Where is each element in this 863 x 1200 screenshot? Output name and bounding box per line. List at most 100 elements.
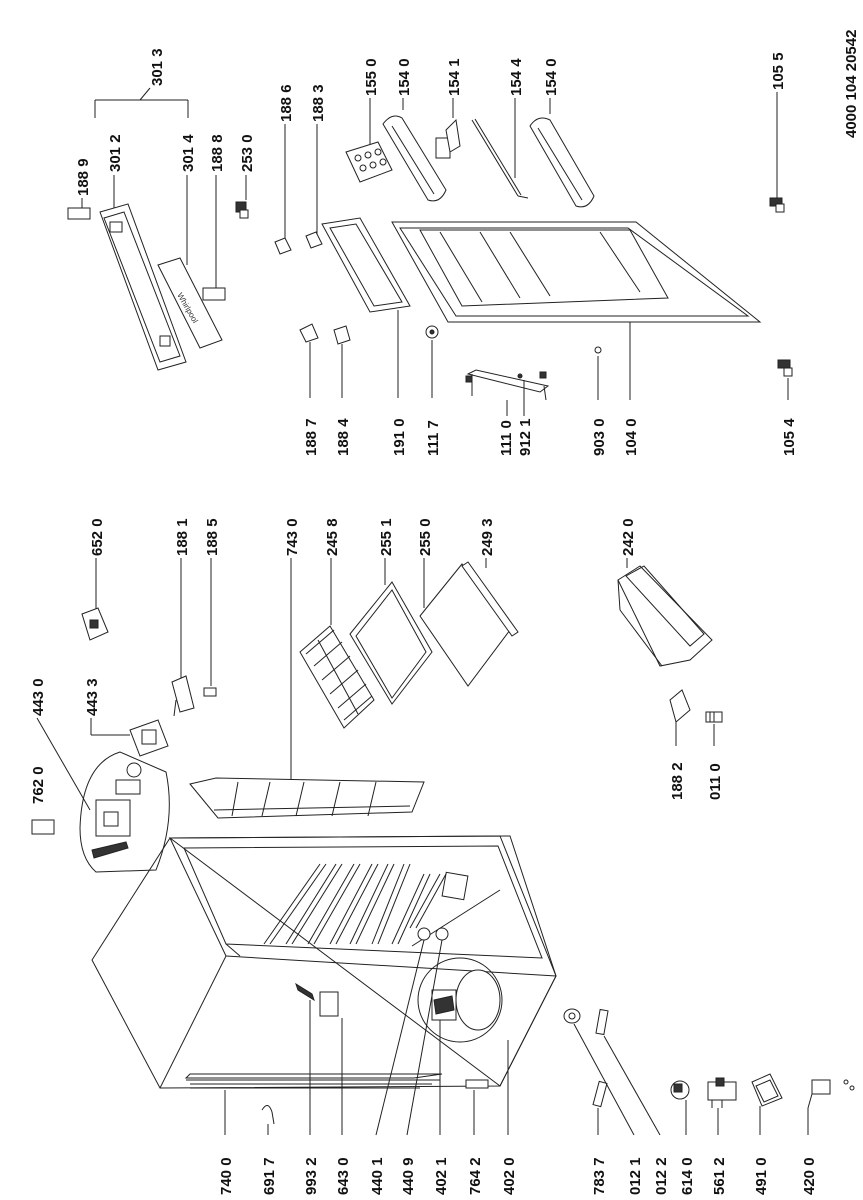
part-743-0-crisper-cover bbox=[189, 777, 425, 819]
part-253-0-switch bbox=[235, 201, 249, 219]
label-491-0: 491 0 bbox=[753, 1157, 770, 1195]
label-188-1: 188 1 bbox=[174, 518, 191, 556]
label-301-4: 301 4 bbox=[180, 134, 197, 172]
label-012-2: 012 2 bbox=[653, 1157, 670, 1195]
label-740-0: 740 0 bbox=[218, 1157, 235, 1195]
part-111-7-thermostat bbox=[425, 325, 439, 339]
label-105-4: 105 4 bbox=[781, 418, 798, 456]
label-104-0: 104 0 bbox=[623, 418, 640, 456]
part-188-6-hinge-cover bbox=[274, 237, 292, 255]
part-154-4-bottle-rail bbox=[471, 118, 529, 199]
label-993-2: 993 2 bbox=[303, 1157, 320, 1195]
label-155-0: 155 0 bbox=[363, 58, 380, 96]
label-440-1: 440 1 bbox=[369, 1157, 386, 1195]
label-188-6: 188 6 bbox=[278, 84, 295, 122]
part-443-0-light-assembly bbox=[79, 751, 170, 873]
part-903-0-screw bbox=[594, 346, 602, 354]
part-491-0-cover bbox=[751, 1073, 783, 1107]
part-762-0-lamp bbox=[31, 819, 55, 835]
part-154-0-door-shelf-a bbox=[382, 115, 447, 202]
part-188-2-bracket bbox=[669, 689, 691, 723]
part-188-8-label bbox=[202, 287, 226, 301]
part-188-5-plug bbox=[203, 687, 217, 697]
part-255-1-glass-shelf-frame bbox=[349, 581, 433, 705]
label-440-9: 440 9 bbox=[400, 1157, 417, 1195]
part-443-3-thermostat-housing bbox=[129, 719, 169, 757]
label-012-1: 012 1 bbox=[627, 1157, 644, 1195]
part-104-0-door bbox=[391, 221, 762, 323]
label-443-0: 443 0 bbox=[30, 678, 47, 716]
part-111-0-light-bracket bbox=[465, 369, 550, 401]
part-614-0-relay bbox=[670, 1080, 690, 1100]
label-402-1: 402 1 bbox=[433, 1157, 450, 1195]
part-783-7-sensor bbox=[592, 1080, 608, 1108]
label-743-0: 743 0 bbox=[284, 518, 301, 556]
label-188-3: 188 3 bbox=[310, 84, 327, 122]
label-154-1: 154 1 bbox=[446, 58, 463, 96]
label-614-0: 614 0 bbox=[679, 1157, 696, 1195]
label-245-8: 245 8 bbox=[324, 518, 341, 556]
label-255-1: 255 1 bbox=[378, 518, 395, 556]
document-number: 4000 104 20542 bbox=[843, 30, 860, 138]
part-242-0-crisper-drawer bbox=[617, 565, 713, 667]
part-012-1-grommet bbox=[563, 1008, 581, 1024]
part-188-3-hinge-cover bbox=[305, 231, 323, 249]
label-111-7: 111 7 bbox=[425, 420, 442, 456]
part-011-0-screw bbox=[705, 711, 723, 723]
label-188-9: 188 9 bbox=[75, 158, 92, 196]
part-255-0-glass-shelf bbox=[419, 563, 511, 687]
label-764-2: 764 2 bbox=[467, 1157, 484, 1195]
part-652-0-knob bbox=[81, 607, 109, 641]
label-111-0: 111 0 bbox=[498, 420, 515, 456]
label-301-3: 301 3 bbox=[149, 48, 166, 86]
part-245-8-wire-shelf bbox=[299, 625, 375, 729]
part-105-4-hinge bbox=[777, 359, 793, 377]
label-188-2: 188 2 bbox=[669, 762, 686, 800]
part-561-2-relay bbox=[707, 1077, 737, 1108]
part-188-1-clip bbox=[171, 675, 195, 717]
part-691-7-clip bbox=[261, 1105, 275, 1125]
part-301-2-control-panel bbox=[99, 203, 187, 371]
label-783-7: 783 7 bbox=[591, 1157, 608, 1195]
part-154-1-bottle-stop bbox=[435, 118, 461, 159]
label-912-1: 912 1 bbox=[517, 418, 534, 456]
label-643-0: 643 0 bbox=[335, 1157, 352, 1195]
part-188-7-cover bbox=[299, 323, 319, 343]
label-242-0: 242 0 bbox=[620, 518, 637, 556]
label-402-0: 402 0 bbox=[501, 1157, 518, 1195]
label-011-0: 011 0 bbox=[707, 763, 724, 800]
part-301-4-panel-cover: Whirlpool bbox=[157, 257, 223, 349]
label-191-0: 191 0 bbox=[391, 418, 408, 456]
label-420-0: 420 0 bbox=[801, 1157, 818, 1195]
label-188-8: 188 8 bbox=[209, 134, 226, 172]
label-301-2: 301 2 bbox=[107, 134, 124, 172]
part-188-9-label-plate bbox=[67, 207, 91, 220]
part-191-0-door-gasket bbox=[321, 217, 411, 313]
label-561-2: 561 2 bbox=[711, 1157, 728, 1195]
refrigerator-cabinet bbox=[91, 835, 557, 1089]
part-188-4-cover bbox=[333, 325, 351, 345]
part-420-0-capacitor bbox=[807, 1079, 855, 1109]
label-253-0: 253 0 bbox=[239, 134, 256, 172]
label-154-4: 154 4 bbox=[508, 58, 525, 96]
label-443-3: 443 3 bbox=[84, 678, 101, 716]
label-691-7: 691 7 bbox=[261, 1157, 278, 1195]
label-188-5: 188 5 bbox=[204, 518, 221, 556]
part-154-0-door-shelf-b bbox=[529, 117, 595, 208]
part-105-5-hinge bbox=[769, 197, 785, 213]
label-255-0: 255 0 bbox=[417, 518, 434, 556]
label-903-0: 903 0 bbox=[591, 418, 608, 456]
bracket-301-3 bbox=[94, 87, 189, 118]
part-012-2-tube bbox=[595, 1008, 609, 1036]
part-155-0-egg-tray bbox=[345, 141, 393, 183]
label-762-0: 762 0 bbox=[30, 766, 47, 804]
label-105-5: 105 5 bbox=[770, 52, 787, 90]
label-154-0-b: 154 0 bbox=[543, 58, 560, 96]
label-249-3: 249 3 bbox=[479, 518, 496, 556]
label-652-0: 652 0 bbox=[89, 518, 106, 556]
label-188-7: 188 7 bbox=[303, 418, 320, 456]
label-154-0-a: 154 0 bbox=[396, 58, 413, 96]
part-249-3-shelf-trim bbox=[461, 561, 519, 637]
label-188-4: 188 4 bbox=[335, 418, 352, 456]
